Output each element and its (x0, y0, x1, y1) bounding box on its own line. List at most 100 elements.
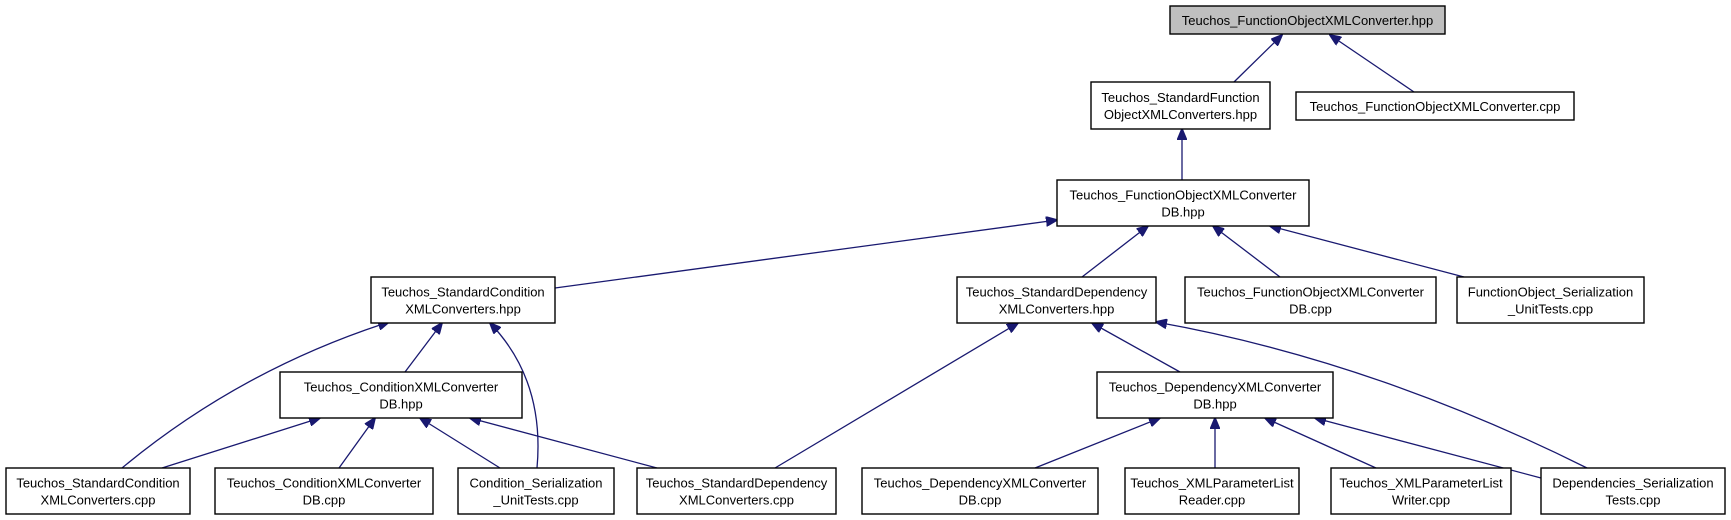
node-box (956, 276, 1157, 324)
edge-arrow (161, 418, 320, 469)
node-box (279, 371, 523, 419)
node-std_dep_hpp[interactable]: Teuchos_StandardDependencyXMLConverters.… (956, 276, 1157, 324)
node-label-line: DB.hpp (1193, 397, 1236, 412)
node-label-line: XMLConverters.hpp (999, 302, 1115, 317)
node-fo_ser[interactable]: FunctionObject_Serialization _UnitTests.c… (1456, 276, 1645, 324)
node-box (1096, 371, 1334, 419)
node-label-line: Teuchos_StandardFunction (1101, 90, 1259, 105)
node-label-line: FunctionObject_Serialization (1468, 285, 1633, 300)
node-label-line: XMLConverters.hpp (405, 302, 521, 317)
edge-arrow (121, 322, 389, 469)
node-box (370, 276, 556, 324)
node-label-line: XMLConverters.cpp (41, 493, 156, 508)
node-label-line: Teuchos_FunctionObjectXMLConverter.hpp (1182, 13, 1433, 28)
node-label-line: Teuchos_StandardDependency (966, 285, 1148, 300)
node-fo_cpp[interactable]: Teuchos_FunctionObjectXMLConverter.cpp (1295, 91, 1575, 121)
node-box (1056, 179, 1310, 227)
edge-arrow (420, 418, 501, 469)
node-label-line: Tests.cpp (1606, 493, 1661, 508)
edge-std_cond_hpp-to-fo_db_hpp (554, 220, 1057, 289)
node-label-line: DB.hpp (1161, 205, 1204, 220)
edge-fo_db_cpp-to-fo_db_hpp (1213, 226, 1281, 278)
edge-arrow (1330, 35, 1415, 93)
edge-arrow (1034, 418, 1160, 469)
node-label-line: Teuchos_FunctionObjectXMLConverter.cpp (1310, 99, 1561, 114)
node-label-line: Writer.cpp (1392, 493, 1450, 508)
node-std_fo_hpp[interactable]: Teuchos_StandardFunctionObjectXMLConvert… (1090, 81, 1271, 130)
node-label-line: ObjectXMLConverters.hpp (1104, 107, 1257, 122)
edge-arrow (404, 323, 442, 373)
node-box (214, 467, 434, 515)
node-label-line: Teuchos_DependencyXMLConverter (1109, 380, 1322, 395)
edge-cond_ser-to-std_cond_hpp (490, 323, 539, 469)
node-label-line: DB.cpp (959, 493, 1002, 508)
node-std_cond_cpp[interactable]: Teuchos_StandardConditionXMLConverters.c… (5, 467, 191, 515)
edge-std_dep_hpp-to-fo_db_hpp (1081, 226, 1148, 278)
edge-arrow (1081, 226, 1148, 278)
edge-arrow (470, 418, 658, 469)
edge-arrow (338, 418, 375, 469)
node-label-line: Condition_Serialization (470, 476, 603, 491)
edge-arrow (1233, 35, 1282, 83)
node-label-line: Teuchos_StandardDependency (646, 476, 828, 491)
node-box (1124, 467, 1300, 515)
node-label-line: Teuchos_FunctionObjectXMLConverter (1197, 285, 1425, 300)
edge-dep_db_hpp-to-std_dep_hpp (1092, 323, 1181, 373)
node-label-line: DB.cpp (1289, 302, 1332, 317)
node-box (1169, 5, 1446, 35)
node-label-line: Teuchos_StandardCondition (381, 285, 544, 300)
node-label-line: Teuchos_FunctionObjectXMLConverter (1070, 188, 1298, 203)
node-box (861, 467, 1099, 515)
edge-std_dep_cpp-to-std_dep_hpp (774, 323, 1018, 469)
edge-arrow (554, 220, 1057, 289)
node-std_dep_cpp[interactable]: Teuchos_StandardDependencyXMLConverters.… (636, 467, 837, 515)
node-box (5, 467, 191, 515)
edge-std_fo_hpp-to-fo_hpp (1233, 35, 1282, 83)
node-label-line: Teuchos_StandardCondition (16, 476, 179, 491)
edge-fo_cpp-to-fo_hpp (1330, 35, 1415, 93)
node-label-line: Teuchos_ConditionXMLConverter (227, 476, 422, 491)
edge-dep_db_cpp-to-dep_db_hpp (1034, 418, 1160, 469)
edge-arrow (1270, 226, 1465, 278)
edge-plw-to-dep_db_hpp (1265, 418, 1377, 469)
edge-arrow (1265, 418, 1377, 469)
edge-std_cond_cpp-to-cond_db_hpp (161, 418, 320, 469)
node-box (1090, 81, 1271, 130)
node-box (1330, 467, 1512, 515)
edge-std_cond_cpp-to-std_cond_hpp (121, 322, 389, 469)
nodes-layer: Teuchos_FunctionObjectXMLConverter.hppTe… (5, 5, 1726, 515)
node-label-line: Teuchos_DependencyXMLConverter (874, 476, 1087, 491)
edge-arrow (490, 323, 539, 469)
edge-arrow (1092, 323, 1181, 373)
node-label-line: _UnitTests.cpp (1507, 302, 1593, 317)
node-box (1184, 276, 1437, 324)
edge-fo_ser-to-fo_db_hpp (1270, 226, 1465, 278)
node-box (457, 467, 615, 515)
node-std_cond_hpp[interactable]: Teuchos_StandardConditionXMLConverters.h… (370, 276, 556, 324)
edge-cond_ser-to-cond_db_hpp (420, 418, 501, 469)
edge-arrow (774, 323, 1018, 469)
edge-arrow (1213, 226, 1281, 278)
node-label-line: Teuchos_ConditionXMLConverter (304, 380, 499, 395)
node-label-line: DB.cpp (303, 493, 346, 508)
node-label-line: Teuchos_XMLParameterList (1339, 476, 1503, 491)
edge-cond_db_hpp-to-std_cond_hpp (404, 323, 442, 373)
node-cond_ser[interactable]: Condition_Serialization _UnitTests.cpp (457, 467, 615, 515)
edge-arrow (1156, 322, 1588, 469)
node-box (636, 467, 837, 515)
node-label-line: DB.hpp (379, 397, 422, 412)
node-box (1295, 91, 1575, 121)
node-label-line: Reader.cpp (1179, 493, 1246, 508)
node-label-line: Dependencies_Serialization (1552, 476, 1713, 491)
node-label-line: _UnitTests.cpp (492, 493, 578, 508)
